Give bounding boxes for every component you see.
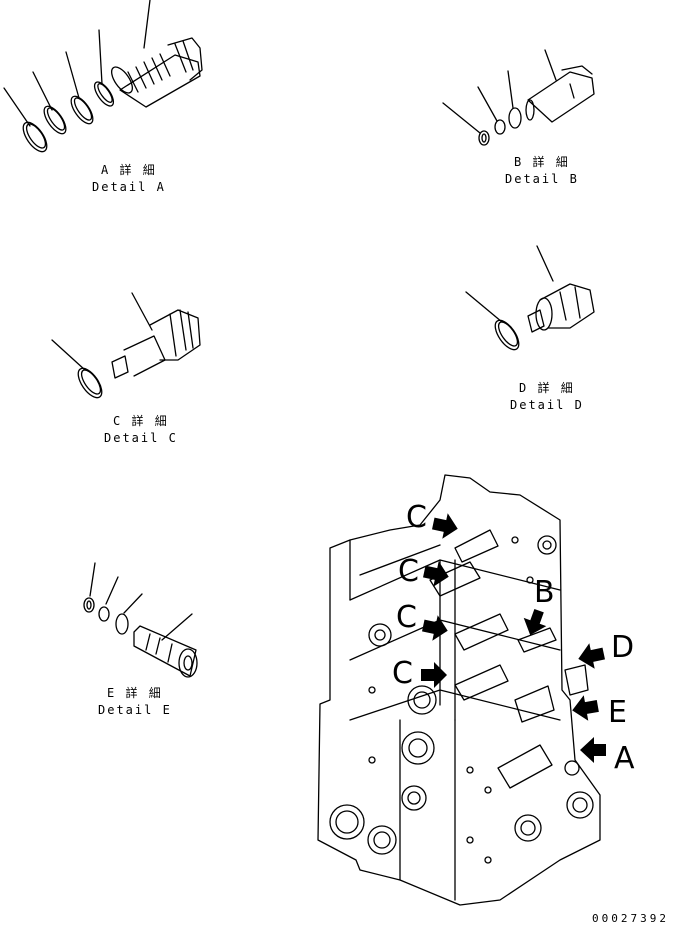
callout-c3: C	[396, 600, 417, 635]
detail-c-en: Detail C	[104, 431, 178, 445]
arrow-c3	[422, 615, 448, 641]
detail-b-parts	[442, 49, 595, 146]
detail-a-ring-3	[70, 95, 94, 125]
detail-b-ring-3	[508, 107, 522, 129]
arrow-b	[523, 609, 547, 636]
detail-a-ring-1	[22, 121, 48, 153]
detail-d-ring	[494, 319, 520, 351]
detail-d-jp: D 詳 細	[519, 381, 575, 395]
callout-arrows	[421, 513, 606, 763]
detail-a-label: A 詳 細 Detail A	[92, 162, 166, 196]
leader-a-1	[3, 87, 31, 127]
detail-e-parts	[83, 562, 198, 678]
callout-e: E	[608, 695, 627, 730]
detail-d-en: Detail D	[510, 398, 584, 412]
detail-d-plug	[527, 283, 595, 333]
callout-c1: C	[406, 500, 427, 535]
arrow-c1	[432, 513, 458, 539]
control-valve-assembly	[317, 474, 601, 906]
detail-b-ring-1	[478, 130, 490, 146]
detail-c-ring	[77, 367, 103, 399]
detail-e-ring-3	[115, 613, 129, 635]
arrow-d	[578, 643, 605, 669]
detail-c-parts	[51, 292, 201, 399]
detail-b-spool	[525, 65, 595, 123]
detail-e-label: E 詳 細 Detail E	[98, 685, 172, 719]
arrow-c4	[421, 662, 447, 688]
callout-b: B	[534, 575, 555, 610]
detail-e-spool	[133, 625, 198, 678]
detail-e-ring-1	[83, 597, 95, 613]
detail-b-ring-2	[494, 119, 506, 135]
detail-a-ring-2	[43, 105, 67, 135]
detail-d-label: D 詳 細 Detail D	[510, 380, 584, 414]
detail-c-label: C 詳 細 Detail C	[104, 413, 178, 447]
arrow-e	[572, 695, 599, 721]
detail-e-ring-2	[98, 606, 110, 622]
callout-d: D	[611, 630, 635, 665]
callout-a: A	[614, 741, 635, 776]
detail-c-jp: C 詳 細	[113, 414, 169, 428]
detail-e-jp: E 詳 細	[107, 686, 163, 700]
arrow-c2	[423, 561, 449, 587]
detail-e-en: Detail E	[98, 703, 172, 717]
callout-c2: C	[398, 554, 419, 589]
callout-c4: C	[392, 656, 413, 691]
detail-b-label: B 詳 細 Detail B	[505, 154, 579, 188]
detail-c-plug	[111, 309, 201, 379]
detail-a-parts	[3, 0, 203, 153]
detail-a-jp: A 詳 細	[101, 163, 157, 177]
detail-a-plug	[111, 37, 203, 108]
detail-a-ring-4	[93, 81, 115, 107]
arrow-a	[580, 737, 606, 763]
detail-a-en: Detail A	[92, 180, 166, 194]
part-number: 00027392	[592, 912, 669, 925]
detail-d-parts	[465, 245, 595, 351]
detail-b-jp: B 詳 細	[514, 155, 570, 169]
detail-b-en: Detail B	[505, 172, 579, 186]
